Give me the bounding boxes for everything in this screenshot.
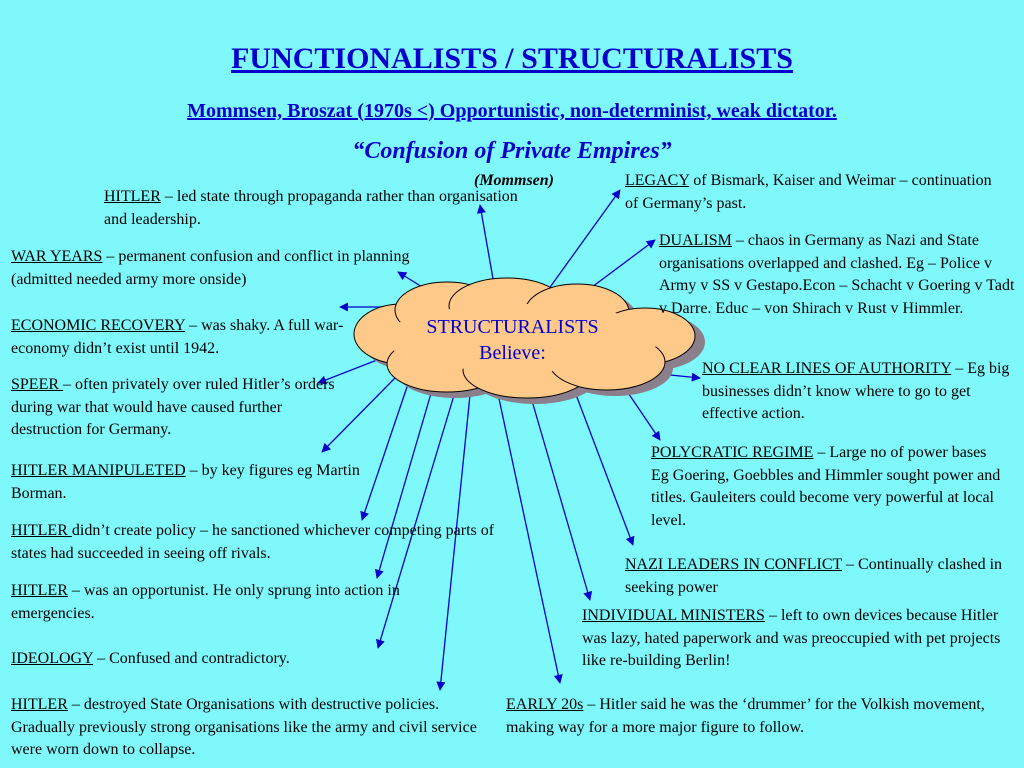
note-key: EARLY 20s (506, 696, 584, 713)
slide-quote: “Confusion of Private Empires” (352, 138, 672, 164)
quote-attribution: (Mommsen) (474, 172, 554, 189)
note-polycratic: POLYCRATIC REGIME – Large no of power ba… (651, 442, 1001, 532)
note-key: INDIVIDUAL MINISTERS (582, 607, 765, 624)
note-text: – Eg big businesses didn’t know where to… (702, 360, 1010, 422)
slide-subtitle: Mommsen, Broszat (1970s <) Opportunistic… (187, 100, 837, 122)
arrow-individual-ministers (529, 393, 593, 601)
note-hitler-destroyed: HITLER – destroyed State Organisations w… (11, 694, 486, 762)
note-text: – left to own devices because Hitler was… (582, 607, 1001, 669)
note-key: POLYCRATIC REGIME (651, 444, 814, 461)
note-war-years: WAR YEARS – permanent confusion and conf… (11, 246, 451, 291)
note-text: – led state through propaganda rather th… (104, 188, 518, 228)
note-early-20s: EARLY 20s – Hitler said he was the ‘drum… (506, 694, 1016, 739)
note-no-clear-lines: NO CLEAR LINES OF AUTHORITY – Eg big bus… (702, 358, 1022, 426)
arrow-hitler-policy (360, 383, 409, 521)
note-ideology: IDEOLOGY – Confused and contradictory. (11, 648, 411, 671)
note-key: HITLER MANIPULETED (11, 462, 186, 479)
note-text: – Large no of power bases Eg Goering, Go… (651, 444, 1001, 529)
arrow-ideology (376, 391, 456, 649)
note-text: of Bismark, Kaiser and Weimar – continua… (625, 172, 992, 212)
note-text: – Confused and contradictory. (93, 650, 290, 667)
arrow-early-20s (497, 393, 563, 684)
note-key: WAR YEARS (11, 248, 103, 265)
note-text: – often privately over ruled Hitler’s or… (11, 376, 335, 438)
arrow-hitler-propaganda (476, 204, 496, 291)
arrow-hitler-manipulated (321, 377, 396, 453)
note-key: NO CLEAR LINES OF AUTHORITY (702, 360, 952, 377)
note-speer: SPEER – often privately over ruled Hitle… (11, 374, 356, 442)
note-key: IDEOLOGY (11, 650, 94, 667)
note-text: – by key figures eg Martin Borman. (11, 462, 360, 502)
note-text: – Continually clashed in seeking power (625, 556, 1003, 596)
note-key: DUALISM (659, 232, 732, 249)
arrow-opportunist (374, 389, 433, 579)
note-hitler-propaganda: HITLER – led state through propaganda ra… (104, 186, 534, 231)
note-key: ECONOMIC RECOVERY (11, 317, 186, 334)
note-text: – permanent confusion and conflict in pl… (11, 248, 410, 288)
note-legacy: LEGACY of Bismark, Kaiser and Weimar – c… (625, 170, 1005, 215)
note-text: – was an opportunist. He only sprung int… (11, 582, 400, 622)
note-text: – was shaky. A full war-economy didn’t e… (11, 317, 344, 357)
note-key: HITLER (104, 188, 161, 205)
note-dualism: DUALISM – chaos in Germany as Nazi and S… (659, 230, 1019, 320)
arrow-nazi-leaders (574, 391, 635, 546)
arrow-hitler-destroyed (436, 394, 471, 691)
note-key: SPEER (11, 376, 64, 393)
note-text: – destroyed State Organisations with des… (11, 696, 477, 758)
slide-title: FUNCTIONALISTS / STRUCTURALISTS (231, 42, 793, 75)
note-text: – chaos in Germany as Nazi and State org… (659, 232, 1015, 317)
note-hitler-policy: HITLER didn’t create policy – he sanctio… (11, 520, 496, 565)
note-key: HITLER (11, 522, 72, 539)
note-text: didn’t create policy – he sanctioned whi… (11, 522, 495, 562)
note-key: HITLER (11, 582, 68, 599)
note-key: NAZI LEADERS IN CONFLICT (625, 556, 843, 573)
note-key: LEGACY (625, 172, 690, 189)
arrow-legacy (547, 189, 621, 291)
note-hitler-manipulated: HITLER MANIPULETED – by key figures eg M… (11, 460, 396, 505)
note-hitler-opportunist: HITLER – was an opportunist. He only spr… (11, 580, 486, 625)
note-key: HITLER (11, 696, 68, 713)
note-nazi-leaders: NAZI LEADERS IN CONFLICT – Continually c… (625, 554, 1020, 599)
note-economic-recovery: ECONOMIC RECOVERY – was shaky. A full wa… (11, 315, 356, 360)
note-individual-ministers: INDIVIDUAL MINISTERS – left to own devic… (582, 605, 1022, 673)
cloud-label: STRUCTURALISTS Believe: (426, 316, 599, 364)
note-text: – Hitler said he was the ‘drummer’ for t… (506, 696, 985, 736)
